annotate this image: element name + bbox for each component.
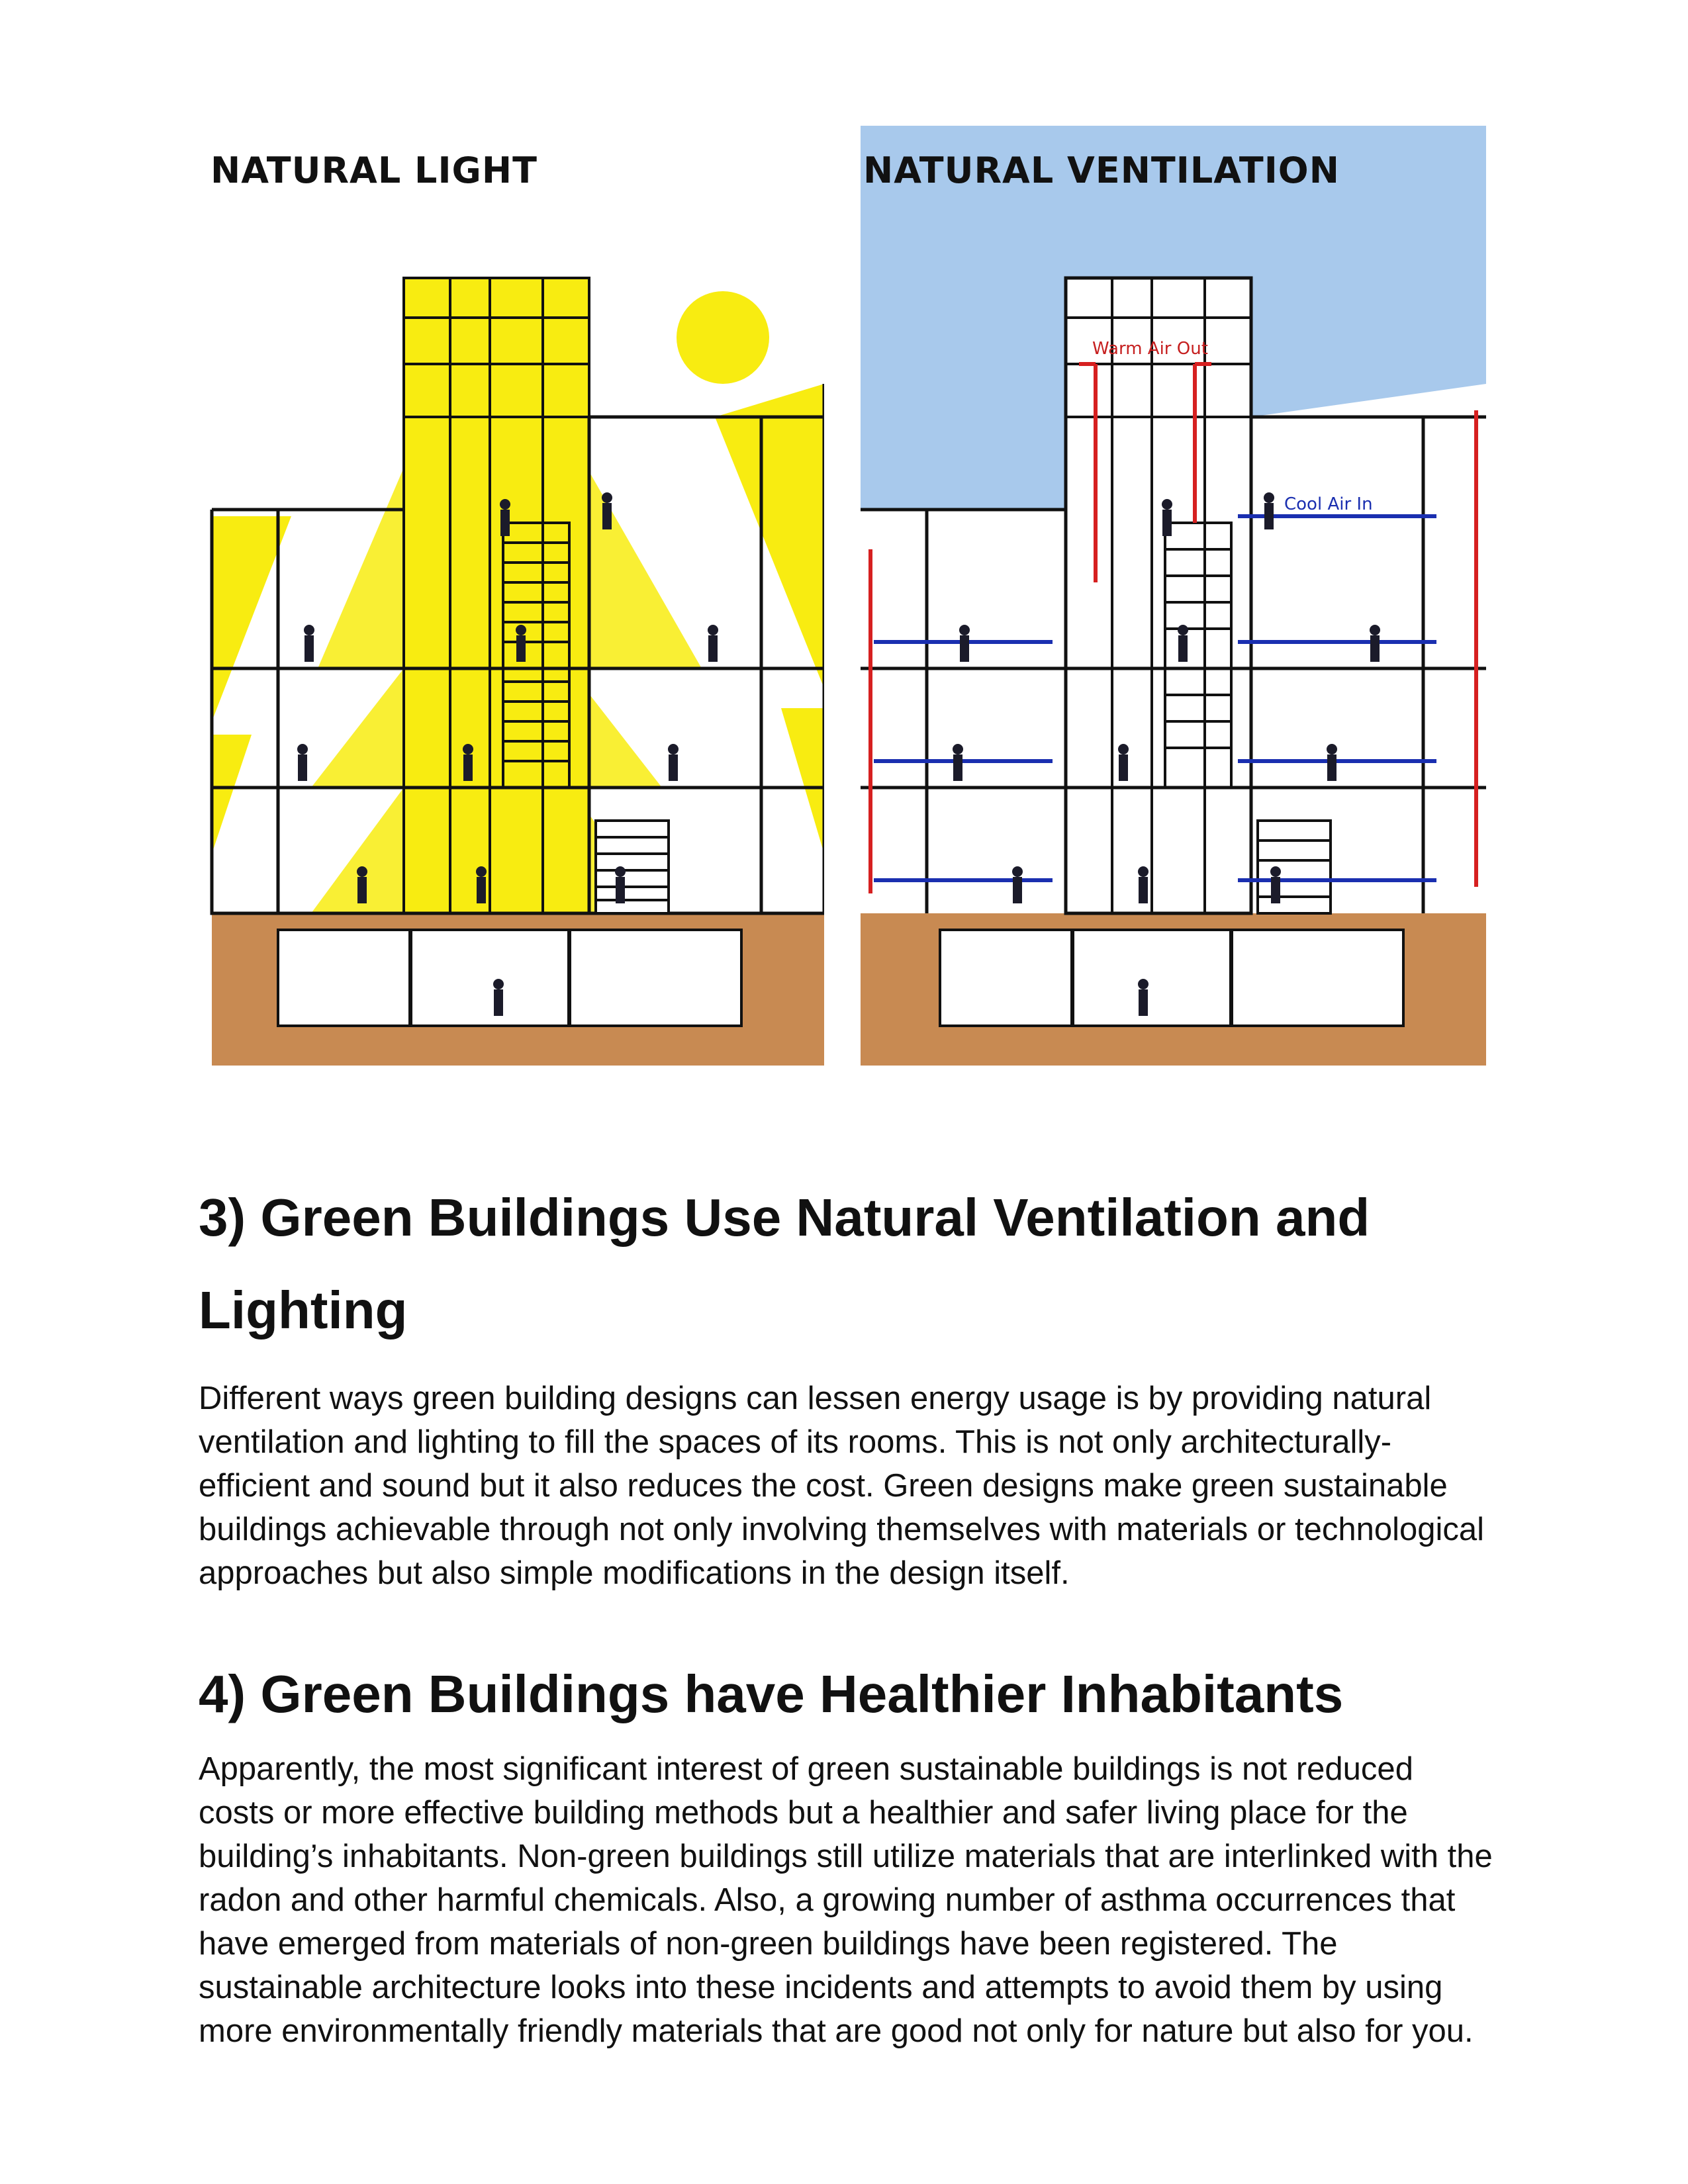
section-3-paragraph: Different ways green building designs ca… <box>199 1381 1485 1591</box>
natural-light-panel: NATURAL LIGHT <box>199 126 824 1072</box>
natural-ventilation-illustration: Warm Air Out Cool Air In <box>861 126 1486 1066</box>
building-figure: NATURAL LIGHT <box>199 126 1489 1079</box>
natural-ventilation-title: NATURAL VENTILATION <box>863 150 1340 191</box>
cool-air-label: Cool Air In <box>1284 494 1373 514</box>
basement <box>939 929 1405 1027</box>
section-4-paragraph: Apparently, the most significant interes… <box>199 1751 1493 2049</box>
natural-light-title: NATURAL LIGHT <box>211 150 538 191</box>
light-tower <box>402 277 590 915</box>
warm-air-label: Warm Air Out <box>1092 339 1208 359</box>
natural-light-illustration <box>199 126 824 1072</box>
natural-ventilation-panel: Warm Air Out Cool Air In NATURAL VENTILA… <box>861 126 1486 1072</box>
sun <box>677 291 769 384</box>
section-4-heading: 4) Green Buildings have Healthier Inhabi… <box>199 1664 1344 1723</box>
basement <box>277 929 743 1027</box>
section-3-heading: 3) Green Buildings Use Natural Ventilati… <box>199 1188 1370 1340</box>
